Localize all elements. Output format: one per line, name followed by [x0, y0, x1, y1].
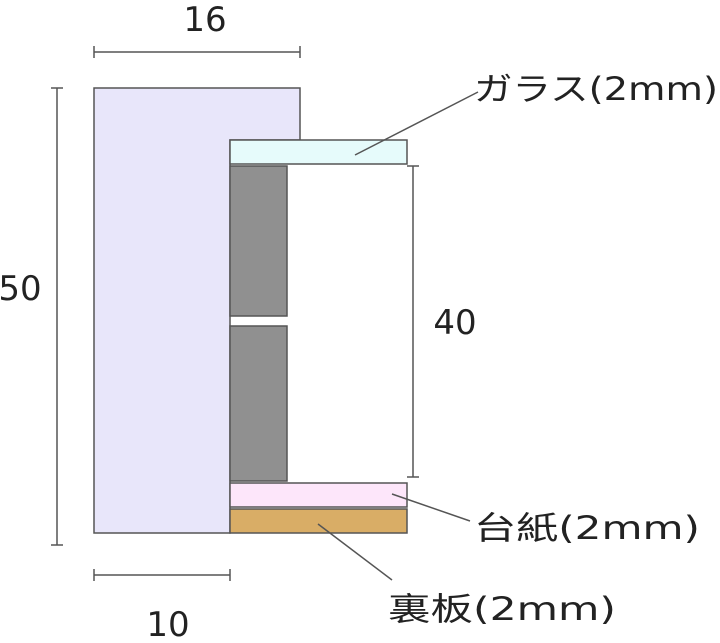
mount-leader-line — [391, 493, 471, 522]
dimension-inner-height — [407, 165, 419, 478]
mount-label: 台紙(2mm) — [474, 509, 700, 547]
mount-layer — [229, 482, 408, 508]
backboard-layer — [229, 508, 408, 534]
glass-leader-line — [354, 91, 479, 156]
glass-label: ガラス(2mm) — [474, 70, 718, 108]
dimension-bottom-width-label: 10 — [146, 605, 189, 643]
spacer-block-lower — [229, 325, 288, 482]
dimension-top-width — [93, 46, 301, 58]
dimension-total-height-label: 50 — [0, 269, 42, 309]
glass-layer — [229, 139, 408, 165]
dimension-bottom-width — [93, 569, 231, 581]
dimension-top-width-label: 16 — [183, 0, 226, 40]
dimension-total-height — [51, 87, 63, 546]
spacer-block-upper — [229, 165, 288, 317]
dimension-inner-height-label: 40 — [433, 303, 476, 343]
backboard-label: 裏板(2mm) — [388, 590, 616, 628]
backboard-leader-line — [317, 523, 393, 581]
